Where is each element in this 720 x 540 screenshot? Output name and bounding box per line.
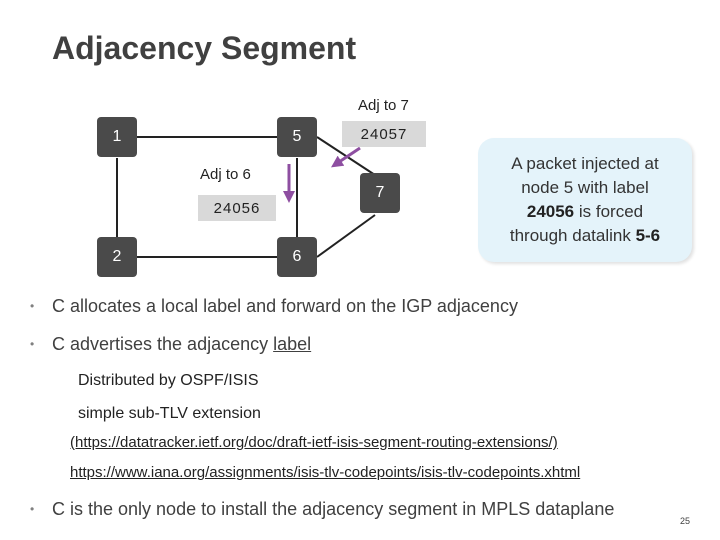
node-6: 6 — [277, 237, 317, 277]
callout-line-4-text: through datalink — [509, 226, 636, 245]
callout-label-24056: 24056 — [526, 202, 575, 221]
bullet-3: • C is the only node to install the adjac… — [30, 499, 614, 520]
node-5: 5 — [277, 117, 317, 157]
link-lines — [116, 136, 376, 258]
callout-line-2: node 5 with label — [521, 178, 649, 197]
link-6-7 — [316, 214, 376, 258]
callout-line-3: 24056 is forced — [478, 200, 692, 224]
page-number: 25 — [680, 516, 691, 526]
subitem-1: Distributed by OSPF/ISIS — [78, 372, 259, 389]
network-diagram — [116, 136, 376, 258]
bullet-2-text: C advertises the adjacency — [52, 334, 274, 354]
adj-6-value: 24056 — [198, 195, 276, 221]
slide-title: Adjacency Segment — [52, 30, 357, 66]
callout-box: A packet injected at node 5 with label 2… — [478, 138, 692, 262]
bullet-dot: • — [30, 299, 35, 313]
bullet-1-text: C allocates a local label and forward on… — [52, 296, 518, 316]
node-1: 1 — [97, 117, 137, 157]
adj-6-label: Adj to 6 — [200, 166, 251, 183]
link-ietf-draft[interactable]: (https://datatracker.ietf.org/doc/draft-… — [70, 434, 558, 451]
node-2: 2 — [97, 237, 137, 277]
adj-7-value: 24057 — [342, 121, 426, 147]
callout-link-5-6: 5-6 — [635, 226, 661, 245]
bullet-1: • C allocates a local label and forward o… — [30, 296, 518, 317]
callout-line-4: through datalink 5-6 — [478, 224, 692, 248]
callout-line-3-text: is forced — [574, 202, 644, 221]
subitem-2: simple sub-TLV extension — [78, 405, 261, 422]
arrow-to-5-7 — [331, 146, 361, 168]
bullet-3-text: C is the only node to install the adjace… — [52, 499, 615, 519]
adj-7-label: Adj to 7 — [358, 97, 409, 114]
bullet-2: • C advertises the adjacency label — [30, 334, 311, 355]
callout-line-1: A packet injected at — [511, 154, 659, 173]
bullet-dot: • — [30, 337, 35, 351]
bullet-2-link[interactable]: label — [273, 334, 312, 354]
bullet-dot: • — [30, 502, 35, 516]
link-iana-codepoints[interactable]: https://www.iana.org/assignments/isis-tl… — [70, 464, 581, 481]
node-7: 7 — [360, 173, 400, 213]
